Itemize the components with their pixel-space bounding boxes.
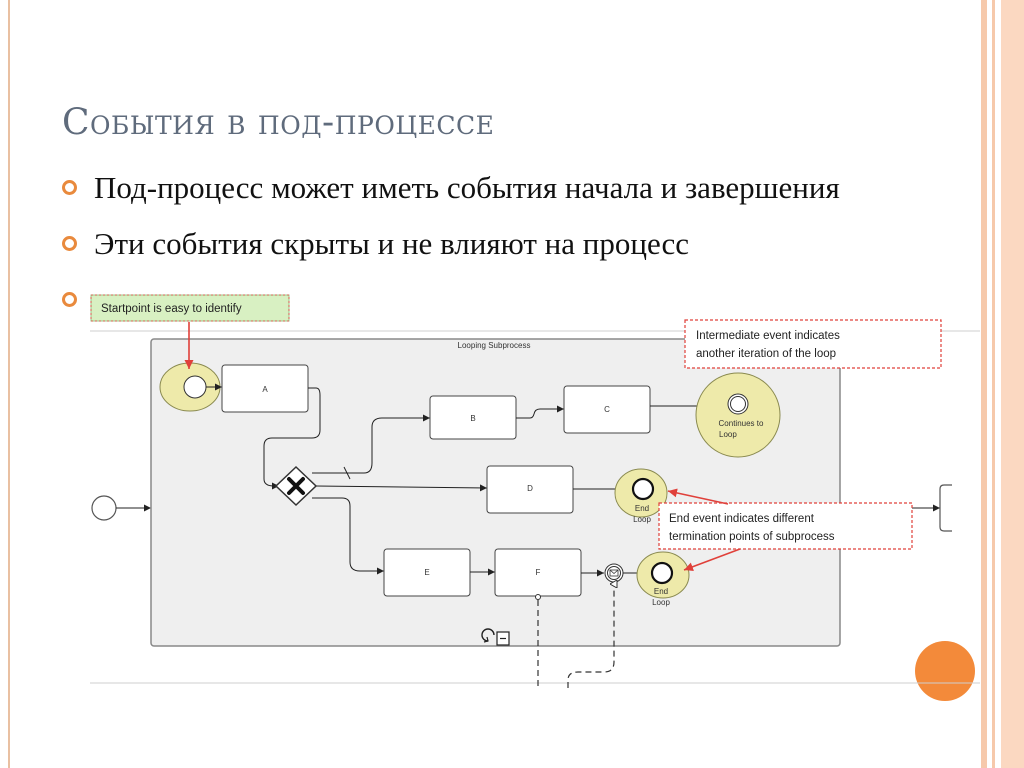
continue-event-label-line2: Loop [719,430,737,439]
bullet-text: Эти события скрыты и не влияют на процес… [94,226,689,261]
gateway-x-icon [287,477,305,495]
default-flow-slash [343,466,351,480]
annotation-end-arrow-2 [683,548,741,572]
task-c [563,385,651,434]
annotation-intermediate-line2: another iteration of the loop [696,348,836,360]
task-b-label: B [470,414,475,423]
end-event-1-label-line2: Loop [633,515,651,524]
flow-gateway-to-e [312,497,384,575]
inner-start-event [183,375,207,399]
annotation-end-box [658,502,913,550]
message-flow-source-dot [535,594,541,600]
message-event-inner [607,566,621,580]
orange-disc-decoration [915,641,975,701]
left-border-line [8,0,10,768]
end-event-1 [631,477,655,501]
bullet-dot-icon [62,236,77,251]
right-stripe-2 [992,0,995,768]
continue-event-label-line1: Continues to [719,419,764,428]
next-task-partial [939,484,952,532]
right-stripe-1 [981,0,987,768]
end-event-2-label-line1: End [654,587,668,596]
subprocess-label: Looping Subprocess [458,341,531,350]
annotation-startpoint-box [90,294,290,322]
loop-marker-arrow-icon [483,636,489,643]
task-e-label: E [424,568,429,577]
annotation-end-arrow-1 [667,488,729,505]
annotation-intermediate-line1: Intermediate event indicates [696,330,840,342]
bullet-text: Под-процесс может иметь события начала и… [94,170,840,205]
envelope-flap-icon [609,569,619,575]
annotation-end-line2: termination points of subprocess [669,531,835,543]
annotation-startpoint-text: Startpoint is easy to identify [101,303,242,315]
task-f-label: F [536,568,541,577]
task-c-label: C [604,405,610,414]
flow-b-to-c [516,405,564,419]
flow-gateway-to-b [312,414,430,474]
task-d-label: D [527,484,533,493]
continue-event-highlight [695,372,781,458]
task-a-label: A [262,385,268,394]
flow-gateway-to-d [315,484,488,492]
message-flow-incoming [567,584,614,688]
end-event-2-label-line2: Loop [652,598,670,607]
right-stripe-3 [1001,0,1024,768]
intermediate-event-inner [730,396,746,412]
slide-title: События в под-процессе [62,102,495,143]
annotation-intermediate-box [684,319,942,369]
end-event-2 [650,561,674,585]
flow-a-to-gateway [263,387,321,490]
bullet-list: Под-процесс может иметь события начала и… [62,168,854,307]
bullet-dot-icon [62,292,77,307]
bullet-item: Эти события скрыты и не влияют на процес… [62,224,854,264]
loop-marker-icon [481,628,495,642]
bullet-item: Под-процесс может иметь события начала и… [62,168,854,208]
end-event-1-label-line1: End [635,504,649,513]
outer-start-event [91,495,117,521]
bullet-dot-icon [62,180,77,195]
annotation-end-line1: End event indicates different [669,513,815,525]
